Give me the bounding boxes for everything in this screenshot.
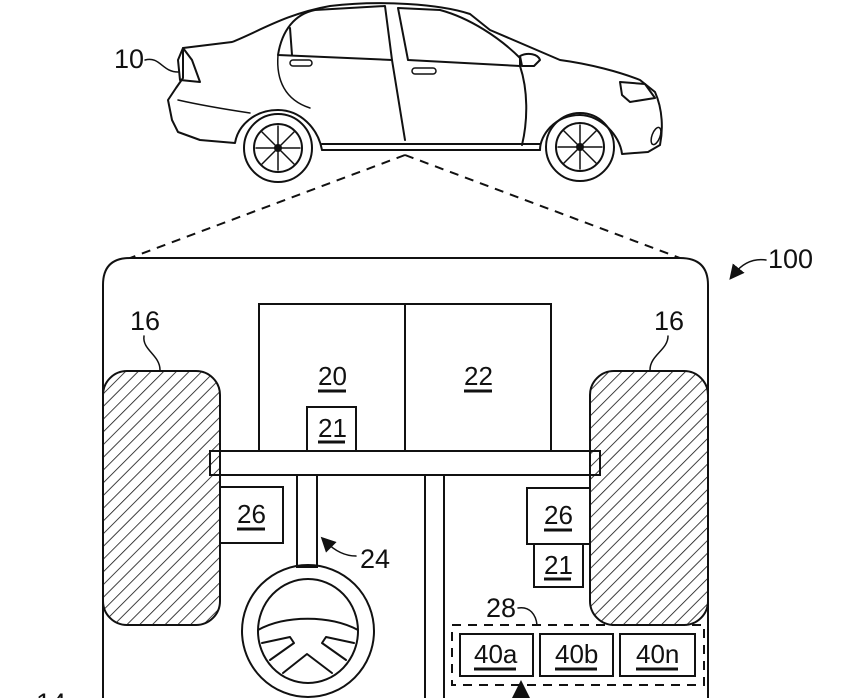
component-22-label: 22 — [464, 361, 493, 391]
vehicle-leader-line — [144, 58, 179, 73]
car-rear-door-edge — [276, 54, 311, 109]
car-rear-wheel — [243, 113, 313, 183]
car-fog-light — [650, 126, 662, 146]
car-rear-window — [277, 5, 393, 61]
car-front-window — [397, 7, 521, 67]
right-wheel-label: 16 — [654, 306, 684, 336]
system-label: 100 — [768, 244, 813, 274]
right-wheel-leader — [649, 335, 669, 371]
projection-lines — [129, 154, 681, 259]
system-label-arrow — [729, 258, 767, 280]
car-body-outline — [167, 2, 663, 155]
left-wheel-leader — [143, 335, 161, 371]
actuator-26-left-label: 26 — [237, 499, 266, 529]
steering-label: 24 — [360, 544, 390, 574]
steering-label-arrow — [320, 536, 357, 557]
steering-column — [296, 474, 318, 568]
car-headlight — [619, 81, 656, 103]
car-front-door-handle — [411, 67, 437, 75]
car-spoiler — [177, 47, 201, 83]
group-label: 28 — [486, 593, 516, 623]
partial-label-14: 14 — [36, 688, 66, 698]
module-40b-label: 40b — [555, 639, 598, 669]
sensor-21-right-label: 21 — [544, 550, 573, 580]
group-leader — [517, 606, 538, 626]
car-beltline — [177, 99, 251, 114]
car-b-pillar — [289, 27, 293, 56]
car-side-mirror — [519, 52, 541, 67]
system-schematic: 100 20 22 21 24 — [36, 244, 813, 698]
left-wheel-label: 16 — [130, 306, 160, 336]
car-rocker-panel — [321, 143, 541, 151]
module-40n-label: 40n — [636, 639, 679, 669]
module-40a-label: 40a — [474, 639, 518, 669]
sensor-21-top-box — [306, 406, 357, 452]
steering-wheel — [241, 564, 375, 698]
vehicle-label: 10 — [114, 44, 144, 74]
component-20-label: 20 — [318, 361, 347, 391]
car-rear-door-handle — [289, 59, 313, 67]
right-wheel — [589, 370, 709, 626]
actuator-26-left-box — [219, 486, 284, 544]
car-front-wheel — [545, 112, 615, 182]
left-wheel — [102, 370, 221, 626]
car-front-door — [519, 65, 528, 146]
axle — [209, 450, 601, 476]
module-group-boundary — [451, 624, 705, 686]
car-rear-door — [391, 59, 406, 141]
system-frame — [102, 257, 709, 698]
actuator-26-right-label: 26 — [544, 500, 573, 530]
vehicle-illustration: 10 — [114, 2, 663, 183]
sensor-21-top-label: 21 — [318, 413, 347, 443]
